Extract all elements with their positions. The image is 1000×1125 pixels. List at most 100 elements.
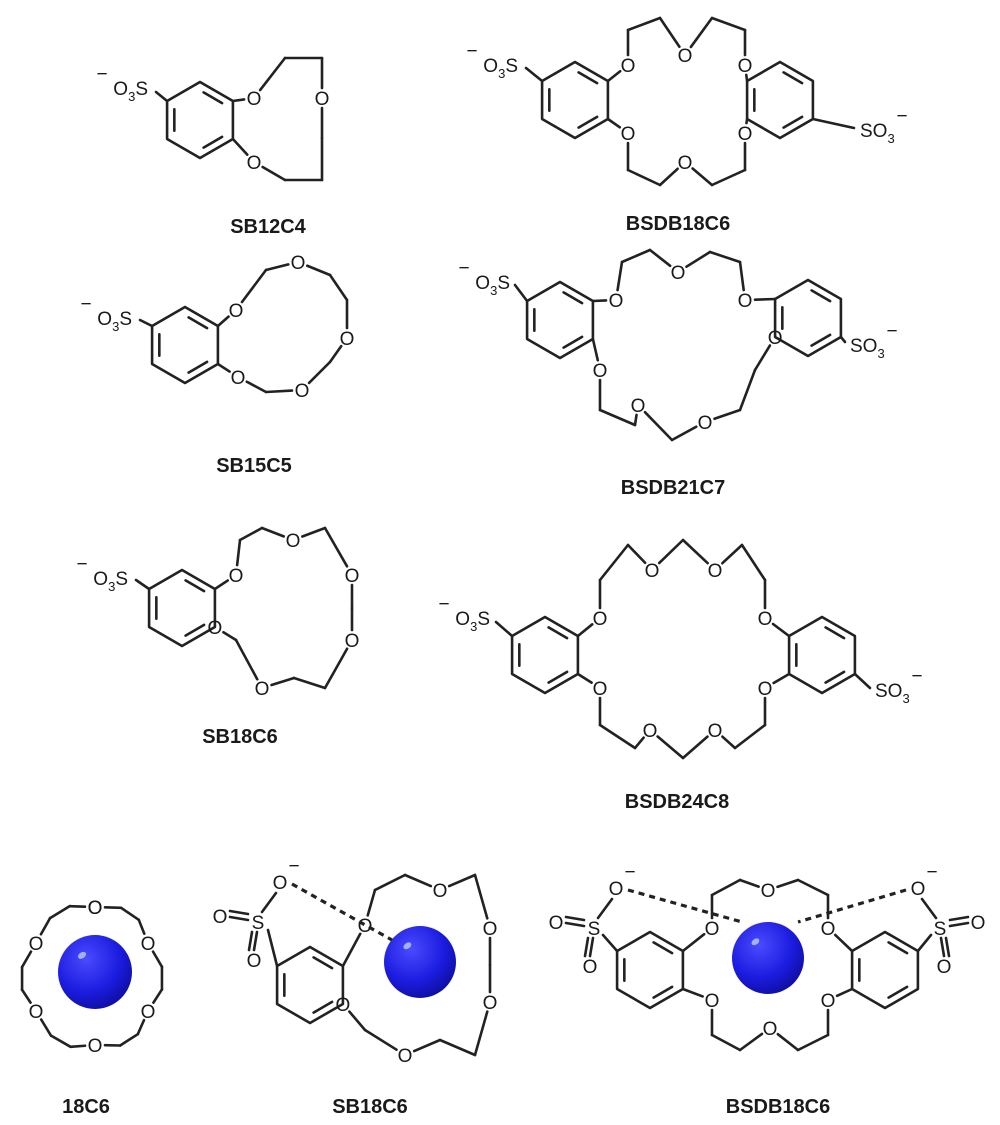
oxygen-atom: O xyxy=(705,991,720,1012)
oxygen-atom: O xyxy=(286,531,301,552)
oxygen-atom: O xyxy=(621,56,636,77)
negative-charge: − xyxy=(288,856,299,877)
oxygen-atom: O xyxy=(340,329,355,350)
oxygen-atom: O xyxy=(483,993,498,1014)
sulfur-atom: S xyxy=(252,913,265,934)
oxygen-atom: O xyxy=(738,291,753,312)
sulfur-atom: S xyxy=(934,919,947,940)
oxygen-atom: O xyxy=(291,253,306,274)
sulfonate-group: SO3 xyxy=(860,121,895,146)
oxygen-atom: O xyxy=(29,1002,44,1023)
label-sb15c5: SB15C5 xyxy=(216,455,292,477)
oxygen-atom: O xyxy=(821,991,836,1012)
sulfonate-group: O3S xyxy=(113,79,148,104)
oxygen-atom: O xyxy=(609,879,624,900)
oxygen-atom: O xyxy=(433,881,448,902)
metal-cation xyxy=(732,922,804,994)
oxygen-atom: O xyxy=(678,153,693,174)
structure-sb18c6: O3S− O O O O O O xyxy=(76,526,360,700)
oxygen-atom: O xyxy=(621,124,636,145)
oxygen-atom: O xyxy=(247,951,262,972)
oxygen-atom: O xyxy=(738,56,753,77)
oxygen-atom: O xyxy=(583,957,598,978)
negative-charge: − xyxy=(911,666,922,687)
negative-charge: − xyxy=(458,258,469,279)
negative-charge: − xyxy=(896,106,907,127)
negative-charge: − xyxy=(80,294,91,315)
sulfonate-group: SO3 xyxy=(850,336,885,361)
oxygen-atom: O xyxy=(645,561,660,582)
oxygen-atom: O xyxy=(911,879,926,900)
sulfonate-group: O3S xyxy=(483,56,518,81)
oxygen-atom: O xyxy=(708,561,723,582)
negative-charge: − xyxy=(76,554,87,575)
oxygen-atom: O xyxy=(213,907,228,928)
oxygen-atom: O xyxy=(229,301,244,322)
metal-cation xyxy=(58,935,132,1009)
oxygen-atom: O xyxy=(738,124,753,145)
label-complex-18c6: 18C6 xyxy=(62,1096,110,1118)
oxygen-atom: O xyxy=(705,919,720,940)
oxygen-atom: O xyxy=(88,898,103,919)
oxygen-atom: O xyxy=(549,913,564,934)
metal-cation xyxy=(384,926,456,998)
oxygen-atom: O xyxy=(631,396,646,417)
oxygen-atom: O xyxy=(678,46,693,67)
oxygen-atom: O xyxy=(345,566,360,587)
oxygen-atom: O xyxy=(88,1036,103,1057)
sulfonate-group: O3S xyxy=(455,609,490,634)
sulfonate-group: SO3 xyxy=(875,681,910,706)
structure-sb15c5: O3S− O O O O O xyxy=(80,253,354,402)
oxygen-atom: O xyxy=(398,1046,413,1067)
oxygen-atom: O xyxy=(483,919,498,940)
negative-charge: − xyxy=(466,41,477,62)
oxygen-atom: O xyxy=(273,873,288,894)
oxygen-atom: O xyxy=(821,919,836,940)
oxygen-atom: O xyxy=(229,566,244,587)
oxygen-atom: O xyxy=(255,679,270,700)
oxygen-atom: O xyxy=(971,913,986,934)
oxygen-atom: O xyxy=(141,1002,156,1023)
oxygen-atom: O xyxy=(336,995,351,1016)
oxygen-atom: O xyxy=(345,631,360,652)
oxygen-atom: O xyxy=(593,679,608,700)
negative-charge: − xyxy=(624,862,635,883)
oxygen-atom: O xyxy=(247,89,262,110)
oxygen-atom: O xyxy=(768,328,783,349)
oxygen-atom: O xyxy=(609,291,624,312)
negative-charge: − xyxy=(926,862,937,883)
oxygen-atom: O xyxy=(708,721,723,742)
sulfur-atom: S xyxy=(588,919,601,940)
oxygen-atom: O xyxy=(208,618,223,639)
oxygen-atom: O xyxy=(295,381,310,402)
oxygen-atom: O xyxy=(761,881,776,902)
sulfonate-group: O3S xyxy=(93,569,128,594)
oxygen-atom: O xyxy=(937,957,952,978)
oxygen-atom: O xyxy=(29,934,44,955)
label-bsdb21c7: BSDB21C7 xyxy=(621,477,725,499)
oxygen-atom: O xyxy=(643,721,658,742)
negative-charge: − xyxy=(438,594,449,615)
oxygen-atom: O xyxy=(763,1019,778,1040)
label-complex-sb18c6: SB18C6 xyxy=(332,1096,408,1118)
negative-charge: − xyxy=(886,321,897,342)
oxygen-atom: O xyxy=(671,263,686,284)
oxygen-atom: O xyxy=(141,934,156,955)
label-sb12c4: SB12C4 xyxy=(230,216,306,238)
label-sb18c6: SB18C6 xyxy=(202,726,278,748)
oxygen-atom: O xyxy=(231,368,246,389)
oxygen-atom: O xyxy=(593,361,608,382)
oxygen-atom: O xyxy=(758,679,773,700)
oxygen-atom: O xyxy=(247,153,262,174)
oxygen-atom: O xyxy=(315,89,330,110)
oxygen-atom: O xyxy=(593,609,608,630)
sulfonate-group: O3S xyxy=(97,309,132,334)
oxygen-atom: O xyxy=(88,898,103,919)
